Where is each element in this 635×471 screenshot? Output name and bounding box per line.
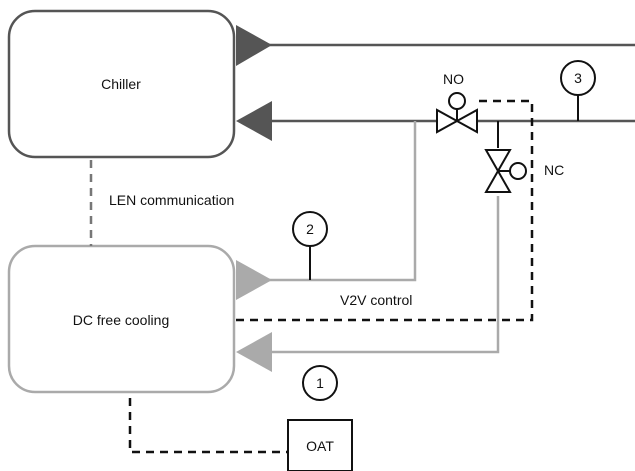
valve-nc-top bbox=[484, 149, 512, 174]
chiller-return-arrow bbox=[236, 101, 272, 141]
dc-free-cooling-box bbox=[7, 244, 236, 394]
oat-signal-line bbox=[128, 398, 288, 454]
dc-return-pipe bbox=[268, 196, 500, 354]
valve-no-left bbox=[436, 108, 460, 134]
chiller-supply-arrow bbox=[236, 25, 272, 66]
sensor-1-circle bbox=[302, 365, 338, 401]
dc-supply-arrow bbox=[236, 260, 272, 300]
dc-return-arrow bbox=[236, 332, 272, 372]
chiller-label: Chiller bbox=[101, 76, 141, 92]
sensor-3-number: 3 bbox=[574, 70, 582, 86]
chiller-box bbox=[7, 9, 236, 159]
valve-no-actuator bbox=[448, 92, 466, 110]
sensor-2-number: 2 bbox=[306, 221, 314, 237]
valve-nc-bottom bbox=[484, 168, 512, 193]
sensor-3-circle bbox=[560, 60, 596, 96]
sensor-1-number: 1 bbox=[316, 375, 324, 391]
valve-no-right bbox=[454, 108, 478, 134]
v2v-control-line bbox=[236, 99, 534, 322]
dc-supply-pipe bbox=[262, 121, 417, 282]
valve-nc-label: NC bbox=[544, 162, 565, 178]
dc-free-cooling-label: DC free cooling bbox=[72, 312, 170, 328]
sensor-2-circle bbox=[292, 211, 328, 247]
valve-nc-actuator bbox=[509, 162, 527, 180]
valve-no-label: NO bbox=[443, 71, 464, 87]
v2v-control-label: V2V control bbox=[340, 292, 413, 308]
oat-label: OAT bbox=[306, 438, 334, 454]
len-communication-label: LEN communication bbox=[109, 192, 235, 208]
oat-box bbox=[287, 419, 353, 471]
